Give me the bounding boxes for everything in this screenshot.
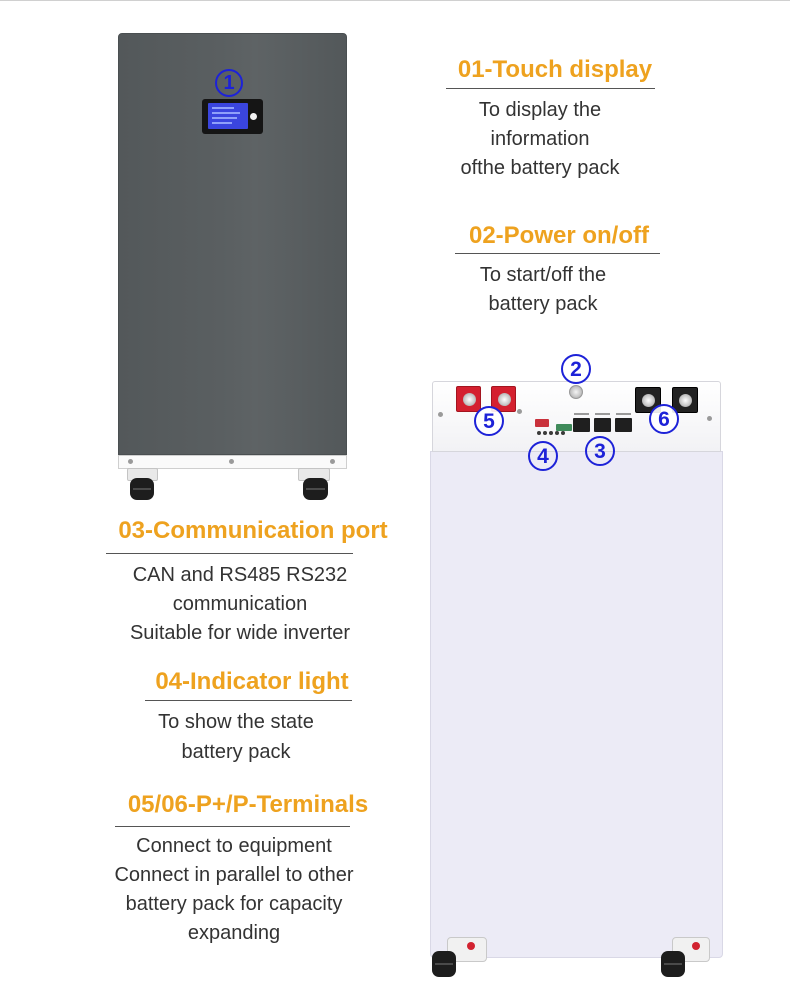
screw <box>707 416 712 421</box>
caster-lock <box>467 942 475 950</box>
port-label-mark <box>595 413 610 415</box>
indicator-led <box>561 431 565 435</box>
positive-terminal <box>456 386 481 412</box>
caster-wheel <box>130 478 154 500</box>
dry-contact-connector <box>556 424 572 431</box>
positive-terminal <box>491 386 516 412</box>
description-line: battery pack for capacity <box>125 893 343 915</box>
callout-title: 04-Indicator light <box>155 668 349 695</box>
callout-description: To display the information ofthe battery… <box>360 96 720 183</box>
marker-5: 5 <box>474 406 504 436</box>
title-underline <box>115 826 350 827</box>
description-line: Connect to equipment <box>136 835 332 857</box>
rj45-port <box>573 418 590 432</box>
callout-title: 03-Communication port <box>118 517 388 544</box>
description-line: battery pack <box>181 741 291 763</box>
lcd-line <box>212 117 237 119</box>
description-line: information <box>490 128 590 150</box>
screw <box>128 459 133 464</box>
screw <box>517 409 522 414</box>
title-underline <box>106 553 353 554</box>
title-underline <box>446 88 655 89</box>
indicator-led <box>537 431 541 435</box>
title-underline <box>455 253 660 254</box>
caster-wheel <box>432 951 456 977</box>
marker-1: 1 <box>215 69 243 97</box>
rj45-port <box>594 418 611 432</box>
description-line: battery pack <box>488 293 598 315</box>
callout-description: CAN and RS485 RS232 communication Suitab… <box>60 561 420 648</box>
description-line: communication <box>172 593 308 615</box>
title-underline <box>145 700 352 701</box>
battery-body-back <box>430 451 723 958</box>
indicator-led <box>549 431 553 435</box>
caster-wheel <box>303 478 328 500</box>
callout-description: Connect to equipment Connect in parallel… <box>54 832 414 948</box>
rj45-port <box>615 418 632 432</box>
display-button <box>250 113 257 120</box>
port-label-mark <box>616 413 631 415</box>
lcd-line <box>212 112 240 114</box>
description-line: Suitable for wide inverter <box>129 622 351 644</box>
top-divider <box>0 0 790 1</box>
description-line: ofthe battery pack <box>460 157 620 179</box>
lcd-screen <box>208 103 248 129</box>
caster-wheel <box>661 951 685 977</box>
callout-title: 02-Power on/off <box>468 222 649 249</box>
lcd-line <box>212 122 232 124</box>
callout-description: To show the state battery pack <box>56 707 416 767</box>
lcd-line <box>212 107 234 109</box>
power-switch-icon <box>569 385 583 399</box>
screw <box>438 412 443 417</box>
port-label-mark <box>574 413 589 415</box>
dip-switch <box>535 419 549 427</box>
marker-6: 6 <box>649 404 679 434</box>
marker-4: 4 <box>528 441 558 471</box>
callout-title: 05/06-P+/P-Terminals <box>127 791 369 818</box>
marker-3: 3 <box>585 436 615 466</box>
screw <box>229 459 234 464</box>
screw <box>330 459 335 464</box>
indicator-led <box>555 431 559 435</box>
description-line: CAN and RS485 RS232 <box>132 564 348 586</box>
description-line: To show the state <box>158 711 314 733</box>
description-line: expanding <box>187 922 281 944</box>
caster-lock <box>692 942 700 950</box>
description-line: To display the <box>478 99 602 121</box>
marker-2: 2 <box>561 354 591 384</box>
callout-description: To start/off the battery pack <box>363 261 723 319</box>
description-line: Connect in parallel to other <box>114 864 354 886</box>
indicator-led <box>543 431 547 435</box>
callout-title: 01-Touch display <box>457 56 653 83</box>
negative-terminal <box>672 387 698 413</box>
description-line: To start/off the <box>479 264 607 286</box>
